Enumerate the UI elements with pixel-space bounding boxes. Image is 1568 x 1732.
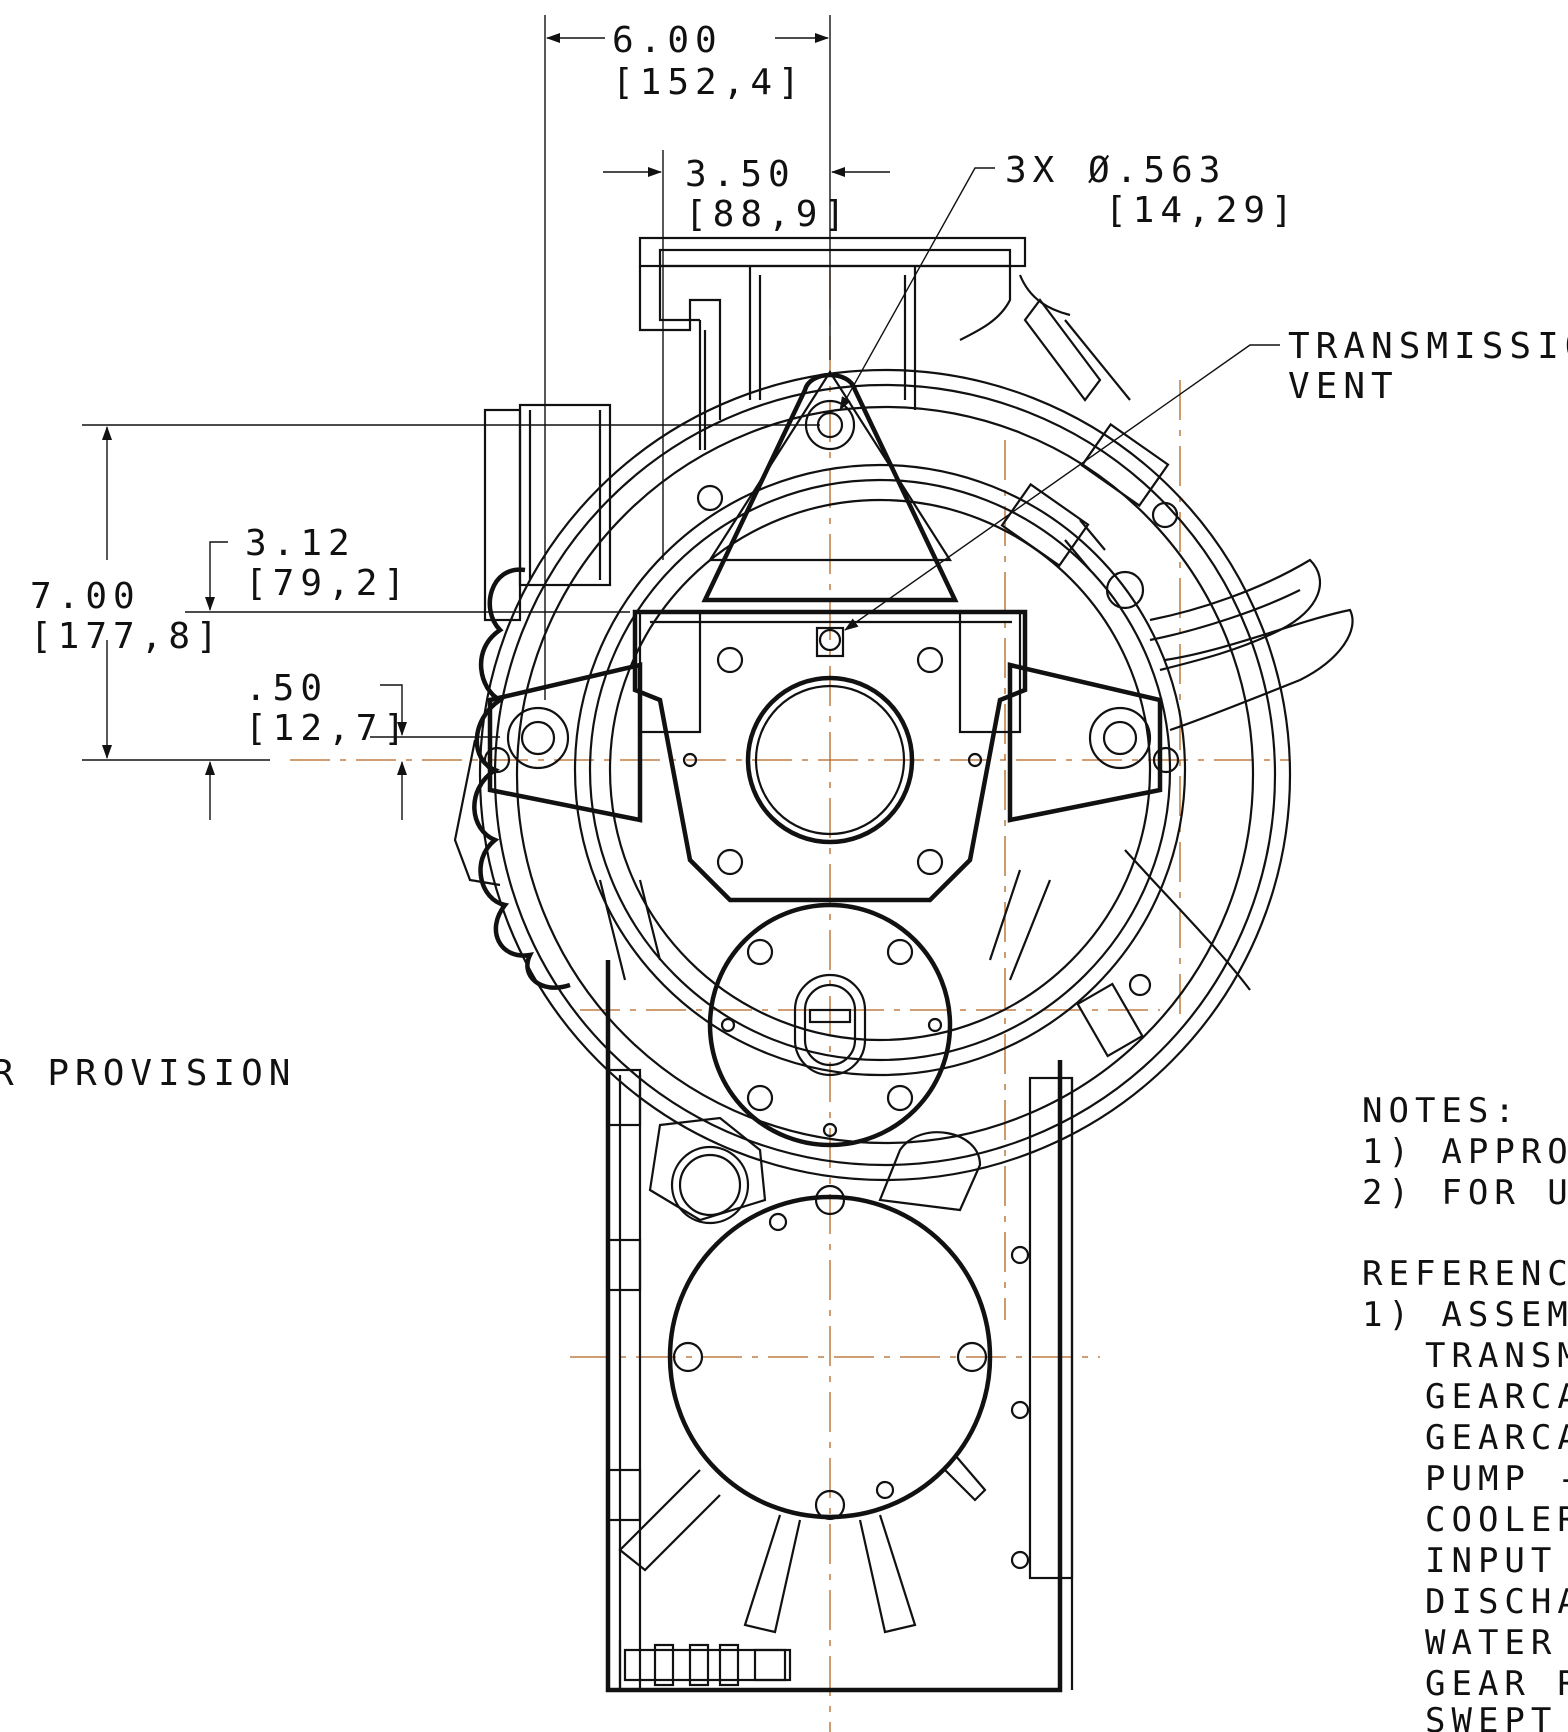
reference-6: COOLER [1425, 1500, 1568, 1540]
reference-2: TRANSMI [1425, 1336, 1568, 1376]
dim-0-50-metric: [12,7] [245, 708, 411, 749]
reference-9: WATER S [1425, 1623, 1568, 1663]
adapter-plate [632, 609, 1028, 903]
dimension-labels: 6.00 [152,4] 3.50 [88,9] 3X Ø.563 [14,29… [30, 20, 1299, 749]
lower-gearcase [598, 869, 1074, 1693]
notes-title: NOTES: [1362, 1091, 1521, 1131]
housing-ring [453, 368, 1292, 1182]
reference-7: INPUT C [1425, 1541, 1568, 1581]
top-manifold [483, 236, 1071, 622]
reference-8: DISCHAR [1425, 1582, 1568, 1622]
dimension-lines [82, 15, 1280, 820]
reference-3: GEARCAS [1425, 1377, 1568, 1417]
dim-7-00-metric: [177,8] [30, 616, 224, 657]
notes-block: NOTES: 1) APPROXI 2) FOR USE REFERENCE 1… [1362, 1091, 1568, 1732]
reference-title: REFERENCE [1362, 1254, 1568, 1294]
callout-vent: VENT [1288, 366, 1399, 407]
centerlines [290, 270, 1290, 1732]
dim-3-12: 3.12 [245, 523, 356, 564]
dim-7-00: 7.00 [30, 576, 141, 617]
reference-4: GEARCAS [1425, 1418, 1568, 1458]
dim-hole-dia: 3X Ø.563 [1005, 150, 1226, 191]
dim-6-00-metric: [152,4] [612, 62, 806, 103]
dim-6-00: 6.00 [612, 20, 723, 61]
reference-11: SWEPT T [1425, 1701, 1568, 1732]
note-2: 2) FOR USE [1362, 1173, 1568, 1213]
dim-3-12-metric: [79,2] [245, 563, 411, 604]
dim-0-50: .50 [245, 668, 328, 709]
reference-5: PUMP - [1425, 1459, 1568, 1499]
callouts: TRANSMISSION VENT R PROVISION [0, 326, 1568, 1094]
note-1: 1) APPROXI [1362, 1132, 1568, 1172]
dim-hole-dia-metric: [14,29] [1105, 190, 1299, 231]
reference-10: GEAR RA [1425, 1664, 1568, 1704]
mounting-bar [483, 662, 1180, 823]
lift-bracket [701, 369, 959, 603]
callout-transmission: TRANSMISSION [1288, 326, 1568, 367]
dim-3-50-metric: [88,9] [685, 194, 851, 235]
right-components [696, 298, 1354, 1058]
callout-provision: R PROVISION [0, 1053, 296, 1094]
dim-3-50: 3.50 [685, 154, 796, 195]
reference-1: 1) ASSEMBL [1362, 1295, 1568, 1335]
middle-cover [707, 902, 953, 1148]
